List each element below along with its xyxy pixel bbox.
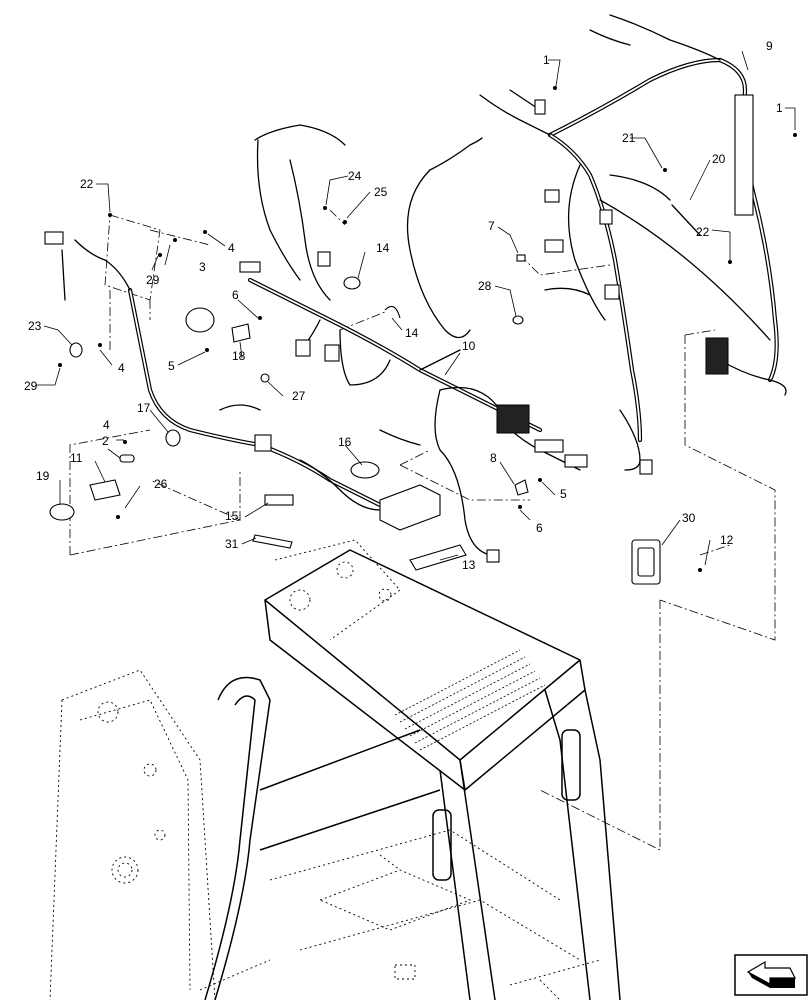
callout-26: 26 (154, 477, 168, 491)
connector (317, 251, 331, 267)
clip (119, 454, 135, 463)
callout-13: 13 (462, 558, 476, 572)
callout-labels: 1 1 2 3 4 4 4 5 5 6 6 7 8 9 10 11 12 13 … (24, 39, 783, 572)
callout-6: 6 (232, 288, 239, 302)
direction-arrow-icon (734, 954, 808, 996)
clamp (350, 461, 380, 479)
cable-tie (671, 204, 701, 236)
fitting (260, 373, 270, 383)
wiring-harness-main (61, 124, 581, 556)
callout-5: 5 (168, 359, 175, 373)
callout-27: 27 (292, 389, 306, 403)
callout-1: 1 (543, 53, 550, 67)
callout-4: 4 (228, 241, 235, 255)
connector (534, 439, 564, 453)
connector (254, 434, 272, 452)
connector (239, 261, 261, 273)
callout-15: 15 (225, 509, 239, 523)
callout-31: 31 (225, 537, 239, 551)
callout-28: 28 (478, 279, 492, 293)
callout-1: 1 (776, 101, 783, 115)
callout-14: 14 (376, 241, 390, 255)
callout-4: 4 (118, 361, 125, 375)
callout-29: 29 (24, 379, 38, 393)
callout-11: 11 (70, 451, 83, 465)
connector (564, 454, 588, 468)
connector (544, 239, 564, 253)
fuse-block (734, 94, 754, 216)
callout-16: 16 (338, 435, 352, 449)
bracket (231, 323, 251, 343)
controller-module (379, 484, 441, 531)
fuse-relay-connector (496, 404, 530, 434)
tie-strap (185, 307, 215, 333)
assembly-guide-lines (69, 209, 776, 851)
callout-21: 21 (622, 131, 636, 145)
clip (343, 276, 361, 290)
connector (544, 189, 560, 203)
connector (599, 209, 613, 225)
clip (514, 479, 529, 496)
loop-clamp (49, 503, 75, 521)
connector (486, 549, 500, 563)
callout-24: 24 (348, 169, 362, 183)
connector (534, 99, 546, 115)
callout-3: 3 (199, 260, 206, 274)
connector-block (264, 494, 294, 506)
callout-18: 18 (232, 349, 246, 363)
fastener-dots (58, 86, 797, 572)
callout-4: 4 (103, 418, 110, 432)
cab-frame (49, 539, 621, 1000)
multi-pin-connector (705, 337, 729, 375)
callout-30: 30 (682, 511, 696, 525)
roof-vent (394, 649, 546, 751)
clamp (69, 342, 83, 358)
callout-10: 10 (462, 339, 476, 353)
connector (324, 344, 340, 362)
fastener (516, 254, 526, 262)
decal (409, 544, 467, 571)
clip (384, 305, 401, 319)
callout-2: 2 (102, 434, 109, 448)
wiring-harness-roof (406, 14, 787, 471)
callout-7: 7 (488, 219, 495, 233)
mounting-bracket (89, 479, 121, 501)
callout-23: 23 (28, 319, 42, 333)
control-module-face (637, 547, 655, 577)
callout-22: 22 (80, 177, 94, 191)
parts (44, 86, 797, 585)
callout-22: 22 (696, 225, 710, 239)
callout-25: 25 (374, 185, 388, 199)
callout-17: 17 (137, 401, 151, 415)
callout-9: 9 (766, 39, 773, 53)
clamp (165, 429, 181, 447)
callout-12: 12 (720, 533, 734, 547)
callout-8: 8 (490, 451, 497, 465)
connector (604, 284, 620, 300)
callout-20: 20 (712, 152, 726, 166)
connector (639, 459, 653, 475)
callout-14: 14 (405, 326, 419, 340)
leader-lines (36, 50, 796, 566)
callout-19: 19 (36, 469, 50, 483)
grommet (512, 315, 524, 325)
connector (44, 231, 64, 245)
callout-29: 29 (146, 273, 160, 287)
connector (295, 339, 311, 357)
callout-6: 6 (536, 521, 543, 535)
callout-5: 5 (560, 487, 567, 501)
label-strip (252, 534, 293, 549)
